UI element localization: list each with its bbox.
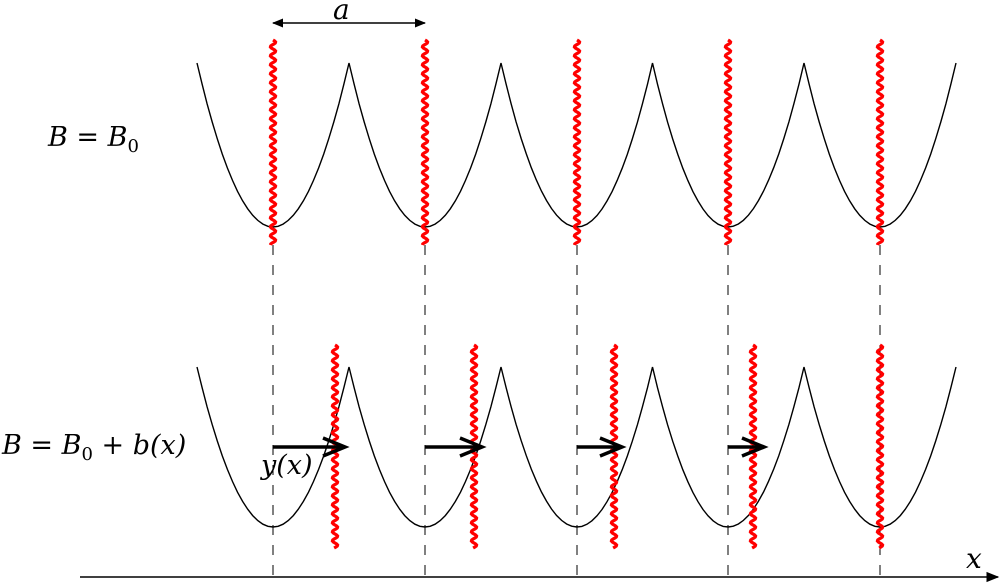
eq-lhs: B [2,430,22,461]
vortex-line [420,38,430,246]
vortex-line [875,343,885,550]
eq-lhs: B [48,122,68,153]
vortex-line [268,38,278,246]
vortex-line [875,38,885,246]
vortex-line [572,38,582,246]
eq-sign: = [21,430,62,461]
top-row-equation: B = B0 [48,124,139,156]
arrow-head-icon [741,436,769,458]
eq-subscript: 0 [81,444,93,465]
eq-subscript: 0 [127,136,139,157]
displacement-text: y(x) [261,450,313,481]
displacement-label: y(x) [261,452,313,479]
arrow-head-icon [322,436,350,458]
vortex-lines-top [268,38,885,246]
arrow-head-icon [599,436,627,458]
bottom-row-equation: B = B0 + b(x) [2,432,186,464]
eq-rhs: B [61,430,82,461]
period-label: a [333,0,350,26]
displacement-arrows [273,436,769,458]
eq-sign: = [67,122,108,153]
energy-landscape-top [196,62,957,228]
eq-rhs: B [107,122,128,153]
axis-label: x [966,542,982,575]
vortex-line [723,38,733,246]
arrow-head-icon [459,436,487,458]
eq-perturbation: + b(x) [92,430,187,461]
